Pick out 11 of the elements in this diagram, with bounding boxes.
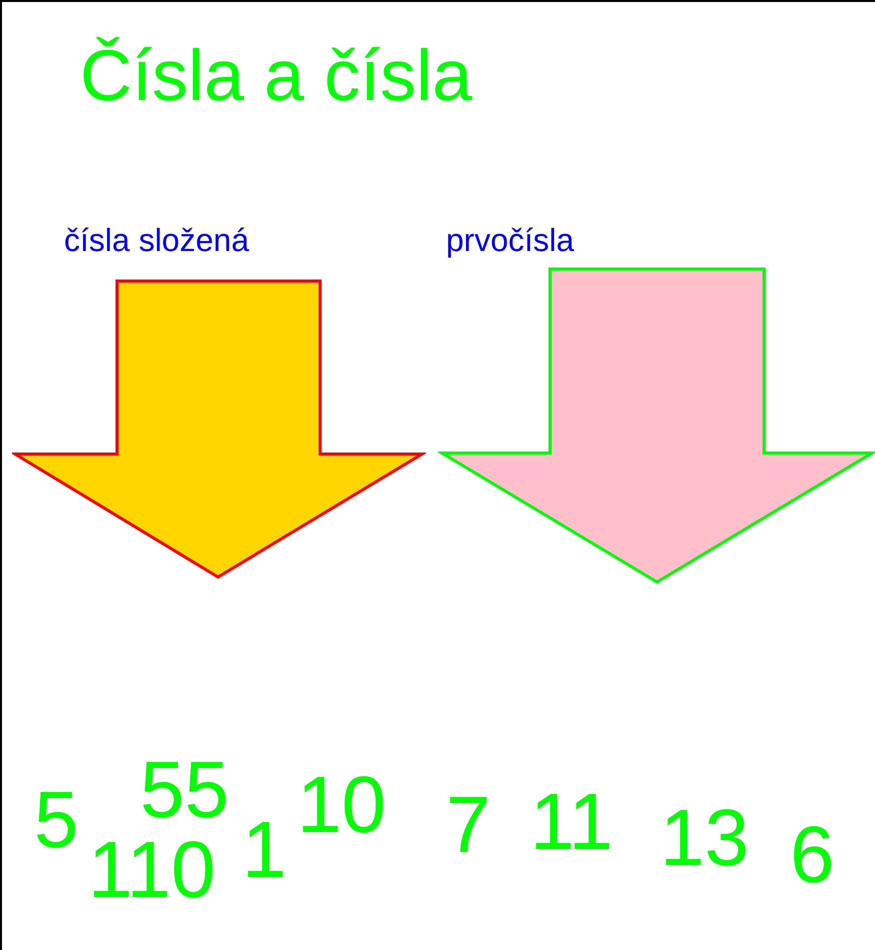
number-label: 6 [790,815,834,895]
arrow-heading: čísla složená [64,224,249,256]
number-label: 13 [660,798,749,878]
number-label: 5 [34,780,78,860]
number-label: 55 [140,750,229,830]
number-label: 11 [530,782,614,862]
number-label: 7 [446,785,490,865]
number-label: 1 [242,810,286,890]
number-label: 10 [297,765,386,845]
number-label: 110 [88,830,216,910]
arrow-heading: prvočísla [446,224,574,256]
